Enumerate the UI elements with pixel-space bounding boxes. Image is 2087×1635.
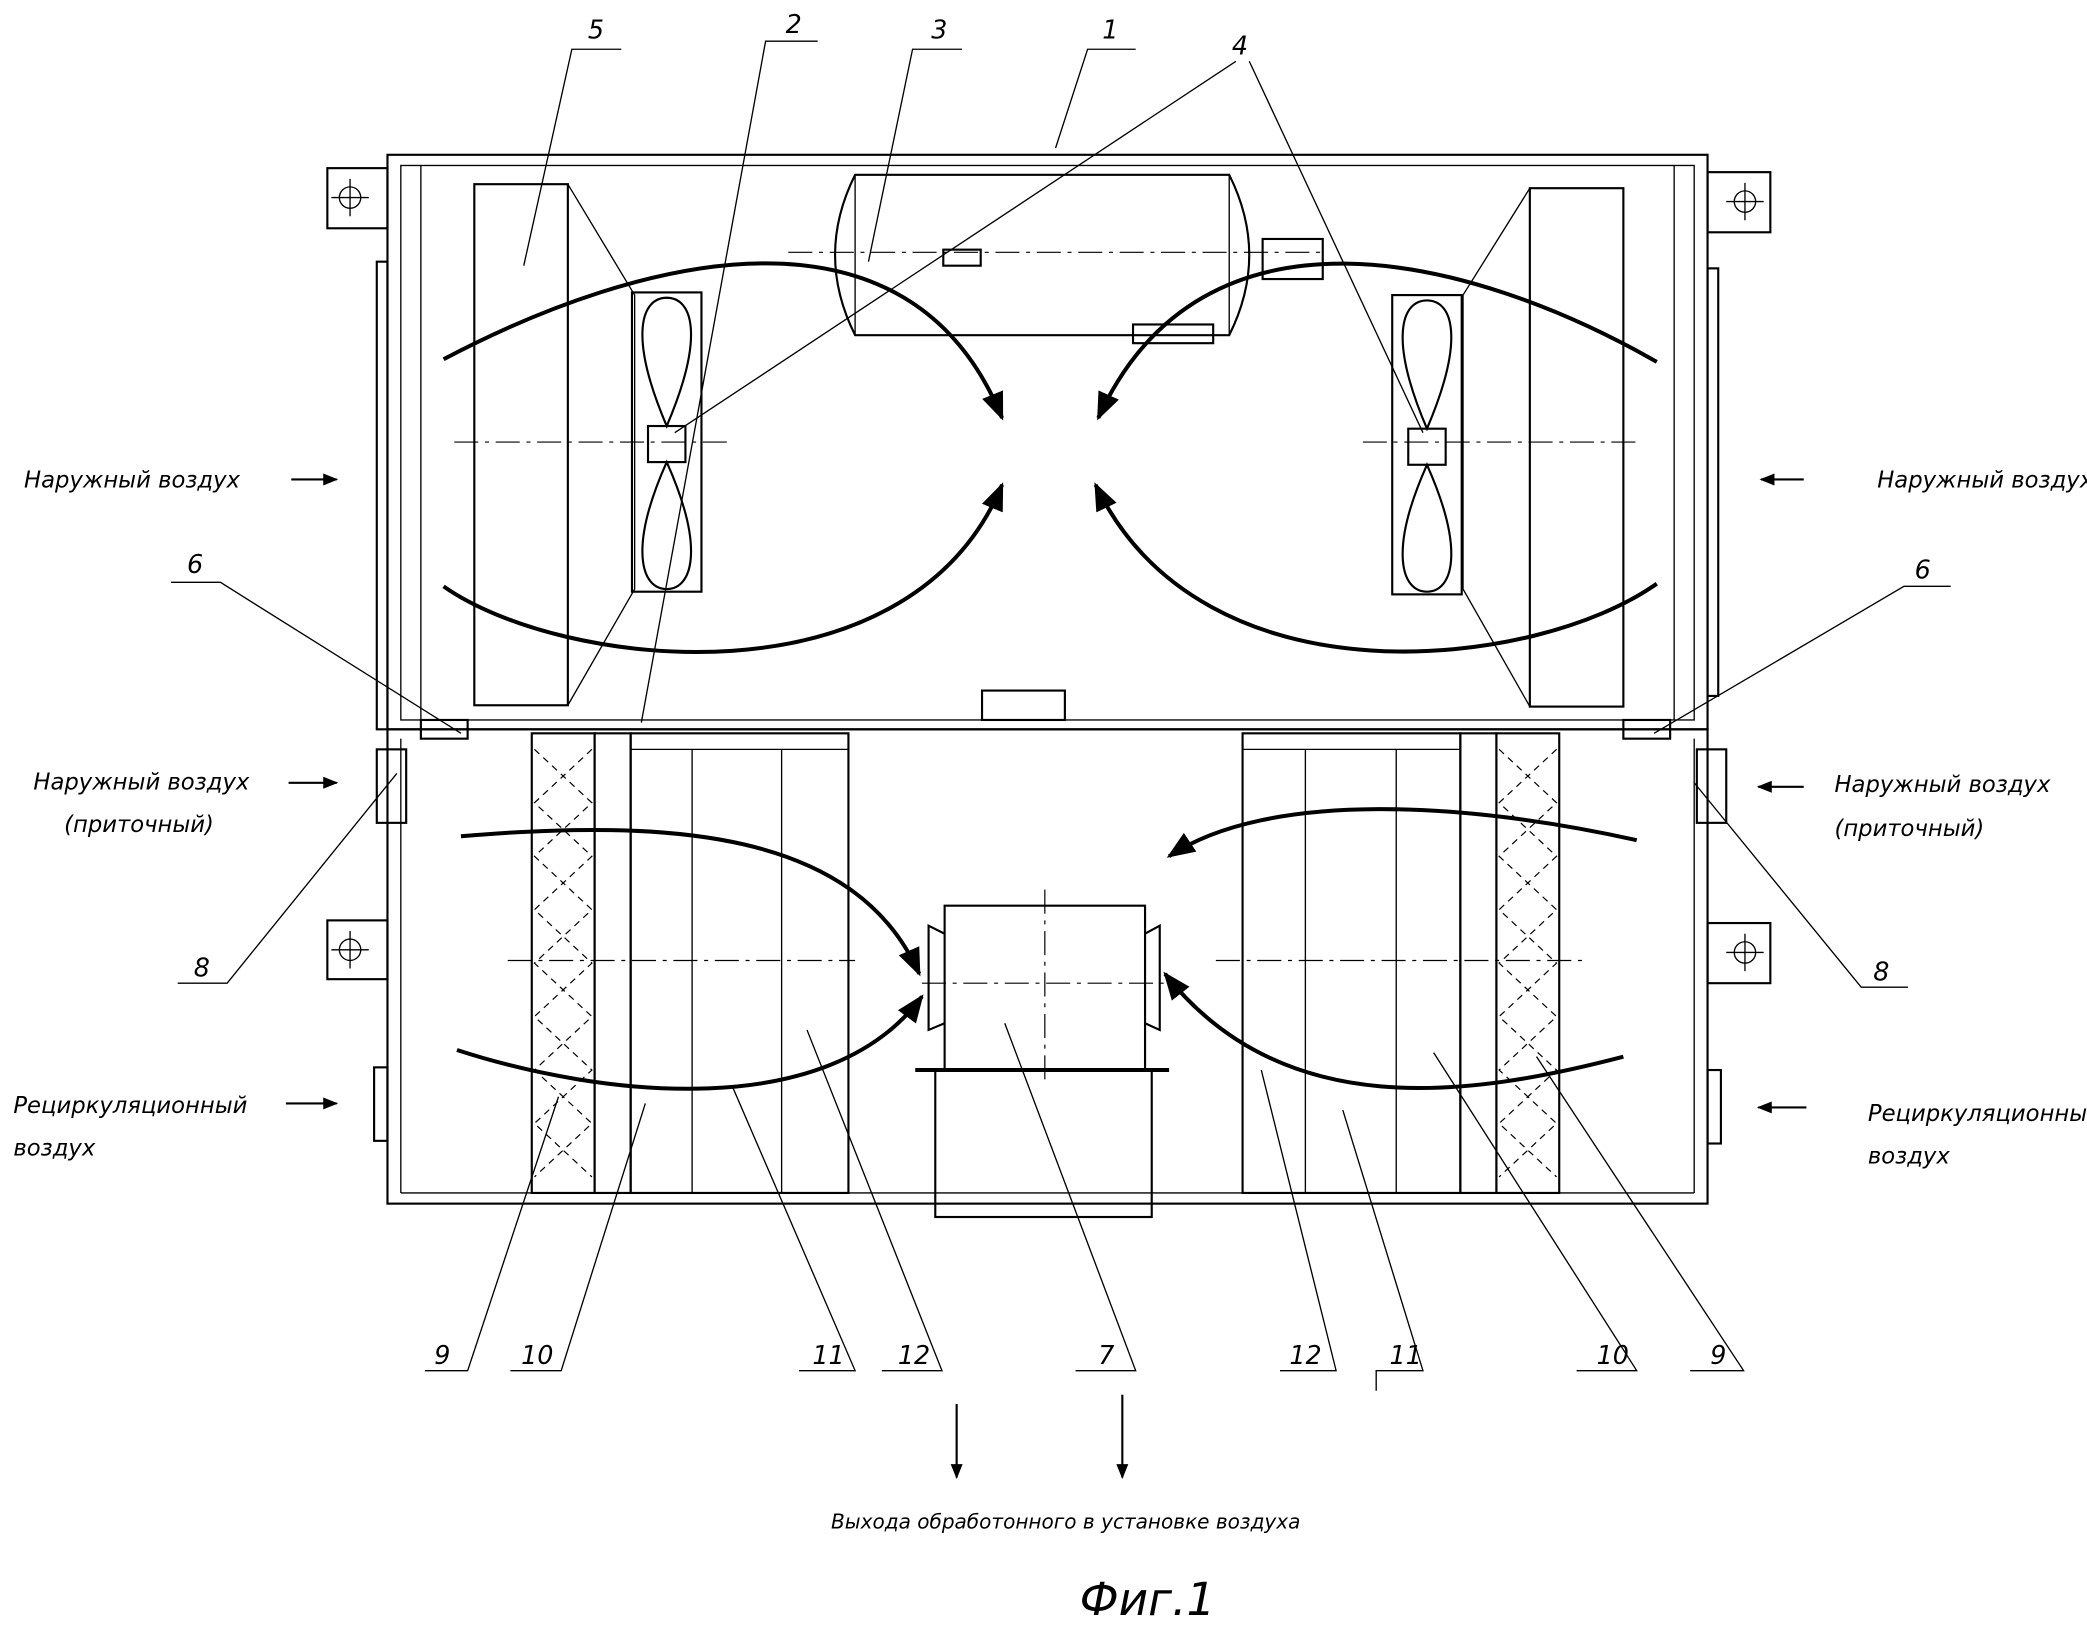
callout-numbers: 5 2 3 1 4 6 6 8 8 9 10 11 12 7 12 11 10 … [187,9,1931,1370]
label-recirc-air-left-2: воздух [13,1136,95,1162]
coil-left [629,732,850,1195]
callout-1: 1 [1102,15,1118,45]
air-labels: Наружный воздух Наружный воздух Наружный… [13,467,2087,1626]
filter-right [1495,732,1561,1195]
heat-exchanger-left [473,183,569,707]
callout-10-right: 10 [1597,1340,1629,1370]
figure-caption: Фиг.1 [1080,1573,1216,1626]
label-outlet-air: Выхода обработонного в установке воздуха [831,1509,1300,1533]
callout-11-left: 11 [812,1340,844,1370]
airflow-arrows [285,261,1807,1480]
callout-7: 7 [1098,1340,1114,1370]
leader-lines [171,40,1951,1391]
callout-2: 2 [786,9,802,39]
filter-left [530,732,596,1195]
upper-section [375,153,1720,740]
callout-9-left: 9 [434,1340,450,1370]
callout-9-right: 9 [1710,1340,1726,1370]
callout-12-right: 12 [1289,1340,1321,1370]
callout-8-right: 8 [1873,957,1889,987]
label-outdoor-air-left: Наружный воздух [24,467,240,493]
label-supply-air-right-2: (приточный) [1834,816,1984,842]
fan-right [1391,294,1463,596]
label-outdoor-air-right: Наружный воздух [1877,467,2087,493]
coil-right [1241,732,1462,1195]
callout-6-right: 6 [1915,554,1931,584]
label-recirc-air-right-2: воздух [1868,1144,1950,1170]
callout-12-left: 12 [898,1340,930,1370]
label-supply-air-right: Наружный воздух [1834,772,2050,798]
callout-4: 4 [1232,31,1248,61]
callout-8-left: 8 [194,952,210,982]
label-supply-air-left-2: (приточный) [64,812,214,838]
callout-3: 3 [931,15,947,45]
lower-section [373,728,1728,1219]
compressor [788,173,1324,345]
label-recirc-air-left: Рециркуляционный [13,1093,247,1119]
label-supply-air-left: Наружный воздух [33,769,249,795]
label-recirc-air-right: Рециркуляционный [1868,1101,2087,1127]
callout-5: 5 [588,15,604,45]
heat-exchanger-right [1528,187,1625,708]
blower [915,889,1170,1219]
callout-10-left: 10 [521,1340,553,1370]
mounting-brackets [326,167,1772,985]
callout-6-left: 6 [187,549,203,579]
callout-11-right: 11 [1390,1340,1422,1370]
